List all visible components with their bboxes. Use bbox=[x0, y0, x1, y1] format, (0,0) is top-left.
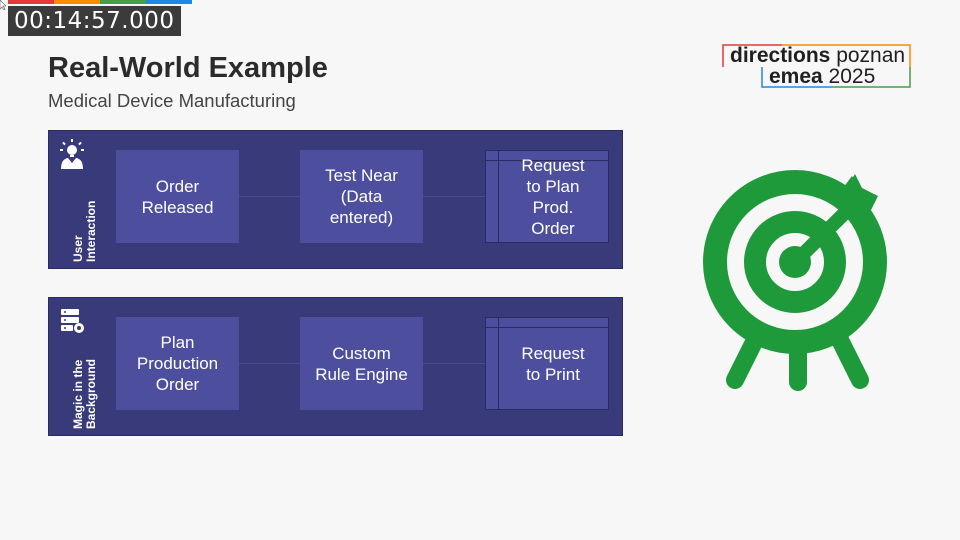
directions-emea-logo: directions poznan emea 2025 bbox=[722, 43, 912, 89]
logo-line1: directions poznan bbox=[730, 44, 906, 67]
server-gear-icon bbox=[61, 309, 84, 333]
flow-connector bbox=[423, 196, 485, 197]
step-box-order-released: Order Released bbox=[116, 150, 239, 243]
user-idea-icon bbox=[60, 139, 84, 169]
step-box-request-plan: Request to Plan Prod. Order bbox=[485, 150, 609, 243]
flow-connector bbox=[239, 196, 300, 197]
flow-connector bbox=[423, 363, 485, 364]
logo-frame bbox=[722, 44, 911, 88]
step-box-custom-rule-engine: Custom Rule Engine bbox=[300, 317, 423, 410]
step-box-plan-production: Plan Production Order bbox=[116, 317, 239, 410]
mouse-cursor-icon bbox=[0, 0, 6, 10]
panel-label: User Interaction bbox=[71, 200, 98, 262]
flow-connector bbox=[239, 363, 300, 364]
step-box-request-print: Request to Print bbox=[485, 317, 609, 410]
slide-subtitle: Medical Device Manufacturing bbox=[48, 90, 296, 111]
video-progress-colorbar bbox=[8, 0, 192, 4]
panel-magic-background: Magic in the Background Plan Production … bbox=[48, 297, 623, 436]
video-timestamp: 00:14:57.000 bbox=[8, 6, 181, 36]
logo-line2: emea 2025 bbox=[769, 65, 876, 88]
slide-title: Real-World Example bbox=[48, 52, 328, 84]
panel-label: Magic in the Background bbox=[71, 358, 98, 429]
step-box-test-near: Test Near (Data entered) bbox=[300, 150, 423, 243]
panel-user-interaction: User Interaction Order Released Test Nea… bbox=[48, 130, 623, 269]
target-arrow-icon bbox=[703, 170, 887, 391]
